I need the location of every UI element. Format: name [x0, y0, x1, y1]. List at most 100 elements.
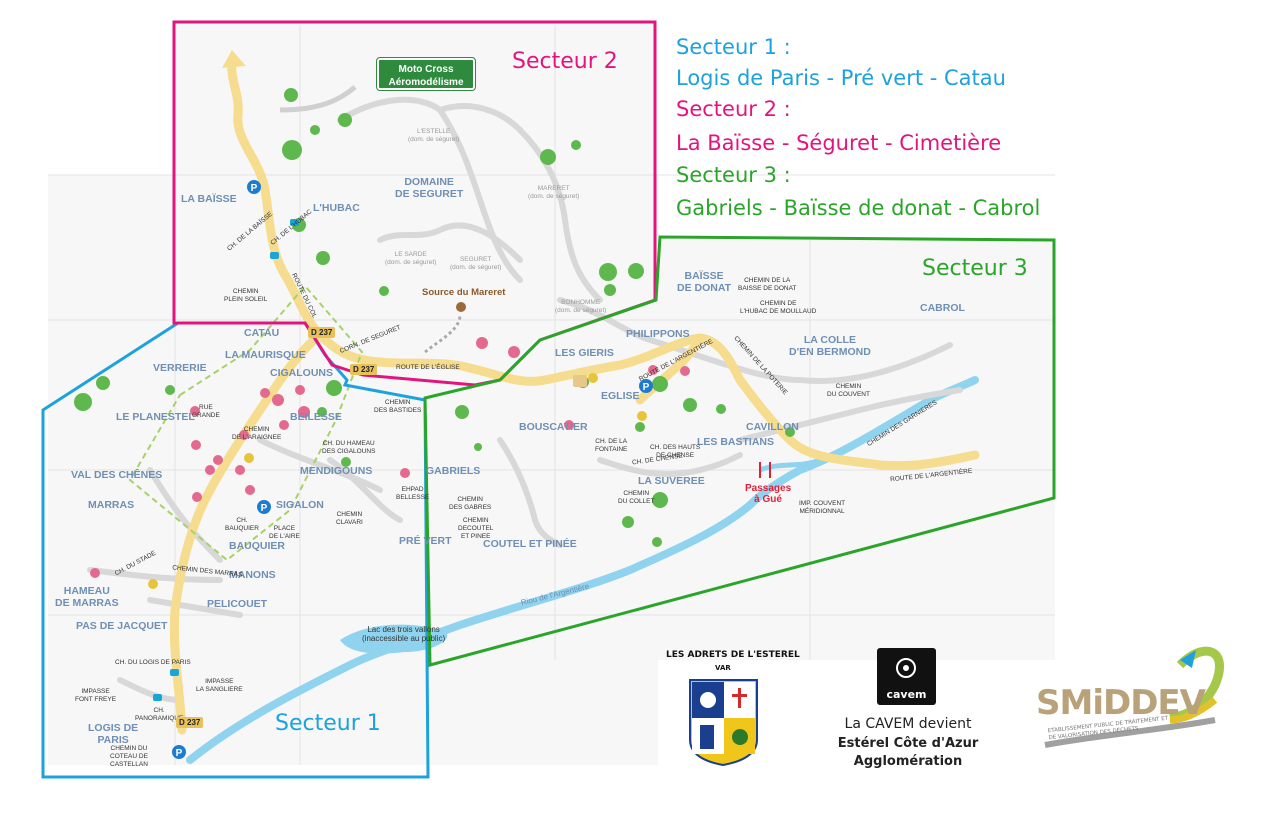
adrets-logo [689, 679, 758, 767]
poi-yellow-icon [148, 373, 647, 589]
place-logis-de-paris: LOGIS DE PARIS [88, 722, 139, 746]
place-hubac: L'HUBAC [313, 202, 360, 214]
minor-place-bonhomme: BONHOMME (dom. de séguret) [555, 299, 607, 314]
legend-sector-3-areas: Gabriels - Baïsse de donat - Cabrol [676, 196, 1041, 220]
parking-icon: P [257, 500, 271, 514]
street-ch-bauquier: CH. BAUQUIER [225, 517, 259, 532]
svg-text:P: P [251, 183, 258, 194]
map-icons: P P P P [90, 50, 771, 759]
poi-pink-icon [90, 337, 690, 578]
place-pre-vert: PRÉ VERT [399, 535, 452, 547]
place-le-planestel: LE PLANESTEL [116, 411, 195, 423]
lake-label: Lac des trois vallons (inaccessible au p… [362, 625, 446, 643]
gue-marks [759, 462, 771, 478]
church-icon [573, 375, 587, 387]
sector-1-title: Secteur 1 [275, 711, 381, 736]
street-imp-couvent: IMP. COUVENT MÉRIDIONNAL [799, 500, 846, 515]
smiddev-logo [1044, 646, 1224, 748]
parking-icon: P [639, 379, 653, 393]
road-badge-d237: D 237 [176, 717, 204, 728]
minor-place-le-sarde: LE SARDE (dom. de séguret) [385, 251, 437, 266]
place-les-gieris: LES GIERIS [555, 347, 614, 359]
smiddev-wordmark: SMiDDEV [1036, 683, 1206, 723]
street-ehpad: EHPAD BELLESSE [396, 486, 430, 501]
moto-cross-sign: Moto Cross Aéromodélisme [376, 57, 476, 91]
legend-sector-1-areas: Logis de Paris - Pré vert - Catau [676, 66, 1006, 90]
adrets-var-text: VAR [715, 664, 731, 672]
street-ch-panoramique: CH. PANORAMIQUE [135, 707, 184, 722]
sector-3-outline [423, 235, 1056, 667]
sector-2-title: Secteur 2 [512, 49, 618, 74]
street-ch-logis-paris: CH. DU LOGIS DE PARIS [115, 659, 191, 666]
place-baisse-donat: BAÏSSE DE DONAT [677, 270, 732, 294]
roads [87, 57, 980, 735]
place-les-bastians: LES BASTIANS [697, 436, 775, 448]
street-place-aire: PLACE DE L'AIRE [269, 525, 300, 540]
street-chemin-couvent: CHEMIN DU COUVENT [827, 383, 870, 398]
legend-sector-1-heading: Secteur 1 : [676, 35, 791, 59]
street-ch-hameau-cigalouns: CH. DU HAMEAU DES CIGALOUNS [322, 440, 376, 455]
street-plein-soleil: CHEMIN PLEIN SOLEIL [224, 288, 268, 303]
road-badge-d237: D 237 [308, 327, 336, 338]
place-la-maurisque: LA MAURISQUE [225, 349, 306, 361]
adrets-arc-text: LES ADRETS DE L'ESTEREL [666, 650, 800, 660]
street-chemin-collet: CHEMIN DU COLLET [618, 490, 655, 505]
bus-stop-icon [153, 219, 299, 701]
street-impasse-font: IMPASSE FONT FREYE [75, 688, 117, 703]
svg-text:P: P [176, 748, 183, 759]
trail-dotted [424, 314, 462, 354]
north-arrow [222, 50, 246, 68]
place-gabriels: GABRIELS [426, 465, 481, 477]
place-eglise: EGLISE [601, 390, 640, 402]
street-chemin-decoutel: CHEMIN DECOUTEL ET PINEE [458, 517, 494, 540]
street-ch-hauts-chense: CH. DES HAUTS DE CHENSE [650, 444, 701, 459]
legend-sector-2-heading: Secteur 2 : [676, 97, 791, 121]
parking-icon: P [172, 745, 186, 759]
source-icon [456, 302, 466, 312]
place-domaine-seguret: DOMAINE DE SEGURET [395, 176, 464, 200]
moto-cross-arrow [279, 85, 357, 113]
river [186, 376, 979, 764]
cavem-line-1: La CAVEM devient [844, 716, 972, 732]
place-manons: MANONS [229, 569, 276, 581]
place-val-des-chenes: VAL DES CHÊNES [71, 469, 163, 481]
passages-label: Passages à Gué [745, 483, 792, 505]
place-philippons: PHILIPPONS [626, 328, 690, 340]
road-badge-d237: D 237 [350, 364, 378, 375]
place-la-colle: LA COLLE D'EN BERMOND [789, 334, 871, 358]
place-verrerie: VERRERIE [153, 362, 207, 374]
map-background [48, 25, 1055, 765]
minor-place-lestelle: L'ESTELLE (dom. de séguret) [408, 128, 460, 143]
minor-place-mareret: MARERET (dom. de séguret) [528, 185, 580, 200]
svg-text:P: P [643, 382, 650, 393]
street-impasse-sangliere: IMPASSE LA SANGLIERE [196, 678, 243, 693]
place-marras: MARRAS [88, 499, 135, 511]
street-chemin-araignee: CHEMIN DE L'ARAIGNEE [232, 426, 282, 441]
cavem-logo [877, 648, 936, 705]
place-pas-de-jacquet: PAS DE JACQUET [76, 620, 168, 632]
cavem-badge-text: cavem [886, 688, 927, 701]
street-ch-fontaine: CH. DE LA FONTAINE [595, 438, 628, 453]
street-chemin-gabres: CHEMIN DES GABRES [449, 496, 492, 511]
place-cabrol: CABROL [920, 302, 965, 314]
svg-text:P: P [261, 503, 268, 514]
place-coutel-pinee: COUTEL ET PINÉE [483, 538, 577, 550]
street-chemin-hubac-moullaud: CHEMIN DE L'HUBAC DE MOULLAUD [740, 300, 817, 315]
street-chemin-baisse-donat: CHEMIN DE LA BAISSE DE DONAT [738, 277, 797, 292]
street-route-eglise: ROUTE DE L'ÉGLISE [396, 364, 460, 371]
source-label: Source du Mareret [422, 287, 506, 298]
place-beilesse: BEILESSE [290, 411, 342, 423]
street-chemin-coteau: CHEMIN DU COTEAU DE CASTELLAN [110, 745, 148, 768]
place-mendigouns: MENDIGOUNS [300, 465, 373, 477]
legend-sector-2-areas: La Baïsse - Séguret - Cimetière [676, 131, 1002, 155]
cavem-line-3: Agglomération [853, 754, 963, 769]
cavem-line-2: Estérel Côte d'Azur [837, 736, 979, 751]
place-cavillon: CAVILLON [746, 421, 799, 433]
legend-sector-3-heading: Secteur 3 : [676, 163, 791, 187]
place-bauquier: BAUQUIER [229, 540, 286, 552]
place-bouscatier: BOUSCATIER [519, 421, 588, 433]
place-cigalouns: CIGALOUNS [270, 367, 333, 379]
parking-icon: P [247, 180, 261, 194]
place-hameau-marras: HAMEAU DE MARRAS [55, 585, 119, 609]
